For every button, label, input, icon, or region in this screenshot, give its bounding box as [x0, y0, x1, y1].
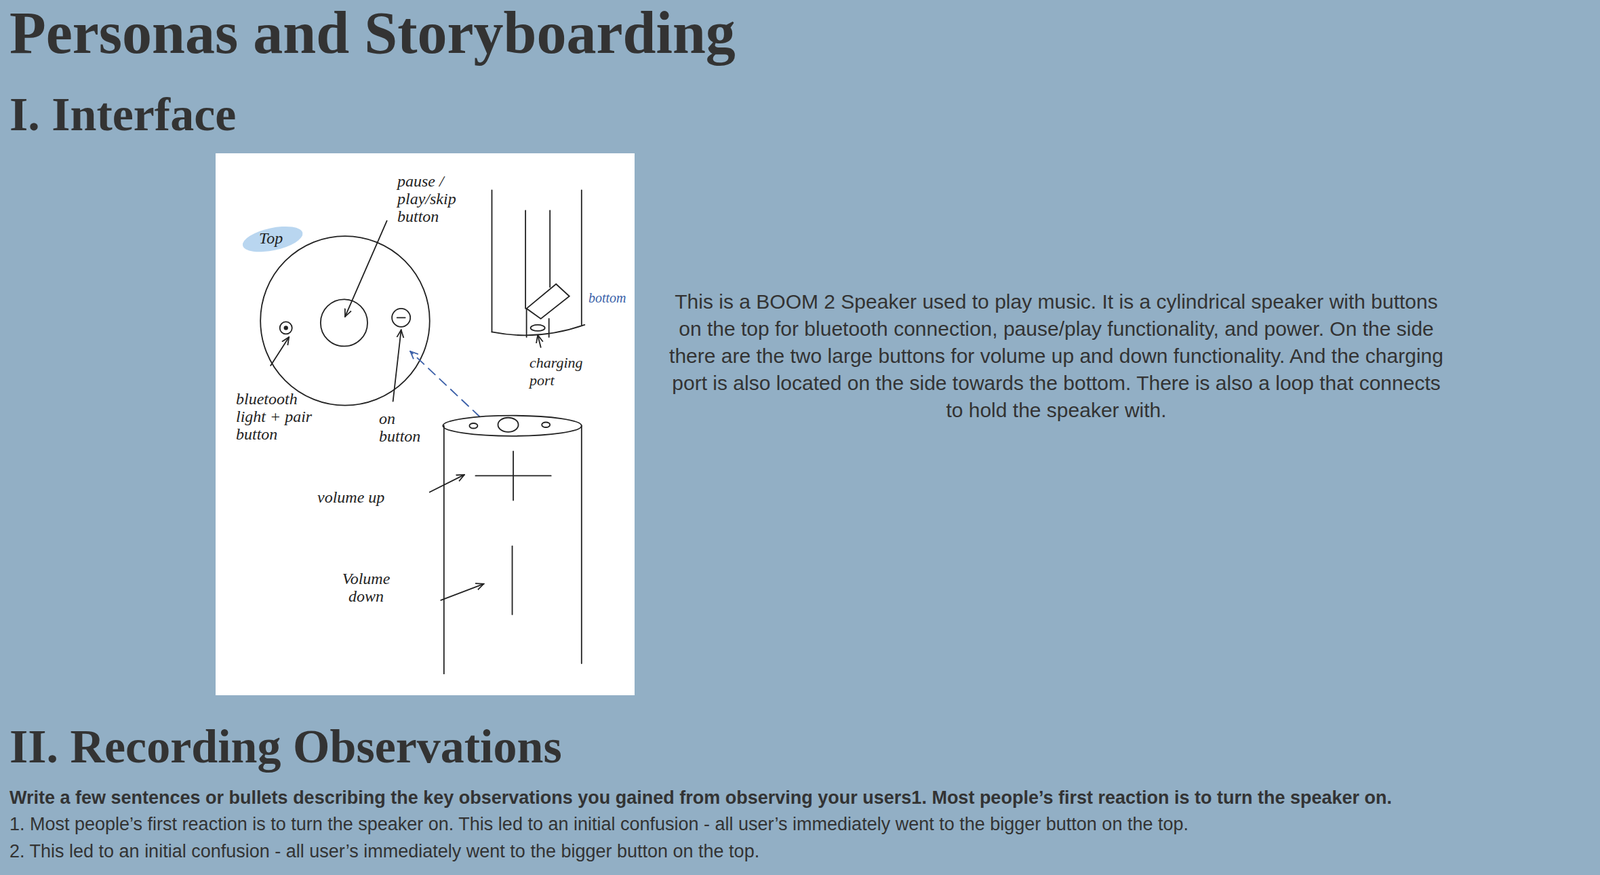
- sketch-label: pause / play/skip button: [397, 172, 486, 226]
- sketch-label: Top: [258, 229, 283, 247]
- prompt-text: Write a few sentences or bullets describ…: [9, 786, 1392, 809]
- sketch-panel: Top pause / play/skip button bluetooth lig…: [215, 153, 635, 695]
- sketch-stroke: [526, 284, 570, 319]
- page-title: Personas and Storyboarding: [9, 3, 736, 64]
- sketch-stroke: [581, 425, 583, 664]
- sketch-stroke: [581, 189, 583, 325]
- sketch-label: on button: [378, 409, 430, 445]
- sketch-stroke: [524, 210, 527, 308]
- sketch-label: bluetooth light + pair button: [235, 389, 314, 443]
- sketch-stroke: [240, 189, 586, 674]
- sketch-stroke: [240, 221, 306, 257]
- sketch-stroke: [541, 421, 550, 428]
- sketch-stroke: [491, 324, 585, 335]
- sketch-label: Volume down: [335, 569, 397, 605]
- description-paragraph: This is a BOOM 2 Speaker used to play mu…: [663, 288, 1450, 424]
- sketch-stroke: [270, 336, 289, 366]
- sketch-stroke: [491, 189, 493, 332]
- sketch-stroke: [511, 545, 514, 615]
- sketch-label: volume up: [317, 488, 419, 506]
- sketch-stroke: [393, 329, 402, 401]
- sketch-stroke: [498, 417, 519, 432]
- sketch-label: bottom: [588, 288, 627, 307]
- sketch-stroke: [397, 316, 406, 318]
- sketch-stroke: [443, 425, 445, 674]
- sketch-stroke: [469, 423, 478, 429]
- sketch-stroke: [345, 221, 388, 317]
- sketch-label: charging port: [529, 353, 598, 390]
- observation-line: 1. Most people’s first reaction is to tu…: [9, 812, 1189, 835]
- sketch-stroke: [442, 415, 582, 436]
- sketch-stroke: [320, 298, 368, 346]
- section-heading: I. Interface: [9, 90, 236, 139]
- sketch-stroke: [280, 321, 293, 334]
- sketch-stroke: [537, 334, 542, 348]
- section-heading: II. Recording Observations: [9, 722, 563, 771]
- sketch-stroke: [410, 351, 480, 417]
- sketch-stroke: [512, 450, 514, 500]
- sketch-stroke: [526, 308, 550, 337]
- sketch-stroke: [440, 583, 484, 600]
- sketch-stroke: [284, 326, 288, 330]
- sketch-stroke: [429, 474, 465, 493]
- observation-line: 2. This led to an initial confusion - al…: [9, 840, 760, 862]
- sketch-stroke: [260, 235, 430, 406]
- sketch-stroke: [391, 308, 411, 327]
- sketch-stroke: [549, 210, 551, 287]
- sketch-stroke: [530, 324, 546, 331]
